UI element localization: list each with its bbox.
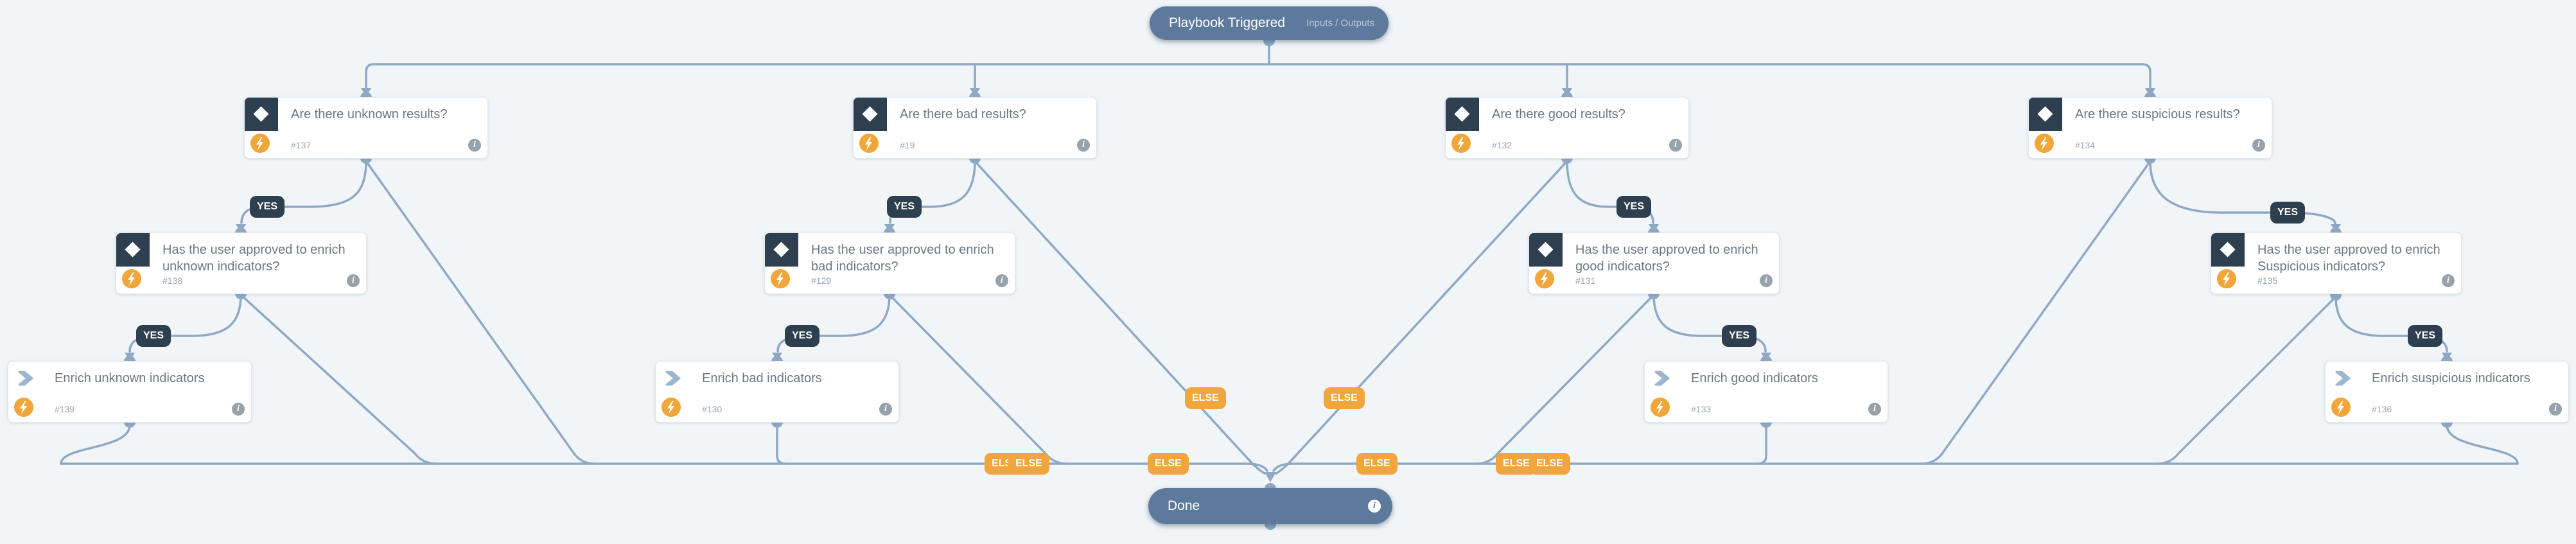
- lightning-bolt-icon: [1451, 134, 1471, 153]
- task-id: #138: [162, 276, 183, 286]
- task-id: #133: [1691, 404, 1712, 414]
- node-title: Enrich unknown indicators: [55, 371, 205, 385]
- lightning-bolt-icon: [250, 134, 270, 153]
- info-icon[interactable]: [1669, 139, 1682, 152]
- condition-diamond-icon: [2029, 98, 2062, 131]
- task-id: #130: [702, 404, 723, 414]
- lightning-bolt-icon: [122, 269, 141, 288]
- lightning-bolt-icon: [771, 269, 790, 288]
- node-title: Has the user approved to enrich good ind…: [1575, 243, 1758, 274]
- condition-diamond-icon: [2211, 233, 2245, 267]
- yes-label-good-condition: YES: [1617, 196, 1652, 218]
- task-id: #134: [2075, 140, 2096, 150]
- task-node-enrich-good[interactable]: Enrich good indicators #133: [1644, 361, 1888, 423]
- task-node-enrich-bad[interactable]: Enrich bad indicators #130: [655, 361, 899, 423]
- info-icon[interactable]: [1077, 139, 1090, 152]
- yes-label-suspicious-approval: YES: [2408, 325, 2443, 347]
- node-title: Has the user approved to enrich unknown …: [162, 243, 346, 274]
- task-node-enrich-suspicious[interactable]: Enrich suspicious indicators #136: [2325, 361, 2569, 423]
- else-label-bad-condition: ELSE: [1185, 387, 1226, 409]
- task-id: #131: [1575, 276, 1596, 286]
- lightning-bolt-icon: [1535, 269, 1554, 288]
- condition-node-approve-unknown[interactable]: Has the user approved to enrich unknown …: [116, 233, 367, 294]
- info-icon[interactable]: [2442, 274, 2455, 287]
- info-icon[interactable]: [468, 139, 481, 152]
- lightning-bolt-icon: [1651, 398, 1670, 417]
- subplaybook-chevron-icon: [2335, 371, 2351, 386]
- info-icon[interactable]: [1868, 403, 1881, 416]
- lightning-bolt-icon: [2035, 134, 2054, 153]
- else-label-unknown-approval: ELSE: [1008, 453, 1049, 475]
- else-label-good-condition: ELSE: [1324, 387, 1365, 409]
- task-id: #139: [55, 404, 75, 414]
- lightning-bolt-icon: [14, 398, 33, 417]
- info-icon[interactable]: [995, 274, 1008, 287]
- done-node[interactable]: Done: [1148, 488, 1392, 524]
- else-label-suspicious-condition: ELSE: [1529, 453, 1570, 475]
- subplaybook-chevron-icon: [1654, 371, 1670, 386]
- node-title: Are there unknown results?: [291, 107, 448, 121]
- subplaybook-chevron-icon: [18, 371, 33, 386]
- condition-node-unknown-results[interactable]: Are there unknown results? #137: [244, 97, 488, 159]
- condition-node-approve-good[interactable]: Has the user approved to enrich good ind…: [1529, 233, 1780, 294]
- condition-diamond-icon: [245, 98, 278, 131]
- node-title: Are there suspicious results?: [2075, 107, 2240, 121]
- info-icon[interactable]: [232, 403, 245, 416]
- task-id: #136: [2372, 404, 2392, 414]
- yes-label-good-approval: YES: [1722, 325, 1757, 347]
- lightning-bolt-icon: [2331, 398, 2351, 417]
- task-id: #129: [811, 276, 832, 286]
- condition-node-suspicious-results[interactable]: Are there suspicious results? #134: [2028, 97, 2272, 159]
- else-label-bad-approval: ELSE: [1148, 453, 1189, 475]
- task-id: #19: [900, 140, 915, 150]
- yes-label-bad-condition: YES: [887, 196, 922, 218]
- done-node-title: Done: [1168, 498, 1200, 513]
- condition-diamond-icon: [854, 98, 887, 131]
- info-icon[interactable]: [1760, 274, 1773, 287]
- task-node-enrich-unknown[interactable]: Enrich unknown indicators #139: [8, 361, 252, 423]
- node-title: Enrich good indicators: [1691, 371, 1818, 385]
- lightning-bolt-icon: [662, 398, 681, 417]
- condition-node-good-results[interactable]: Are there good results? #132: [1445, 97, 1689, 159]
- info-icon[interactable]: [1368, 500, 1381, 513]
- condition-diamond-icon: [1446, 98, 1479, 131]
- info-icon[interactable]: [2549, 403, 2562, 416]
- yes-label-suspicious-condition: YES: [2270, 202, 2306, 224]
- node-title: Are there bad results?: [900, 107, 1026, 121]
- yes-label-unknown-approval: YES: [136, 325, 171, 347]
- condition-diamond-icon: [765, 233, 798, 267]
- start-node-title: Playbook Triggered: [1169, 15, 1285, 30]
- playbook-triggered-node[interactable]: Playbook Triggered Inputs / Outputs: [1150, 6, 1389, 40]
- else-label-good-approval: ELSE: [1356, 453, 1398, 475]
- condition-node-approve-bad[interactable]: Has the user approved to enrich bad indi…: [764, 233, 1015, 294]
- task-id: #137: [291, 140, 311, 150]
- task-id: #135: [2257, 276, 2278, 286]
- node-title: Has the user approved to enrich Suspicio…: [2257, 243, 2440, 274]
- condition-node-approve-suspicious[interactable]: Has the user approved to enrich Suspicio…: [2211, 233, 2462, 294]
- node-title: Enrich bad indicators: [702, 371, 822, 385]
- lightning-bolt-icon: [859, 134, 879, 153]
- node-title: Has the user approved to enrich bad indi…: [811, 243, 994, 274]
- info-icon[interactable]: [347, 274, 360, 287]
- info-icon[interactable]: [2252, 139, 2265, 152]
- node-title: Are there good results?: [1492, 107, 1625, 121]
- condition-diamond-icon: [1529, 233, 1563, 267]
- lightning-bolt-icon: [2217, 269, 2236, 288]
- condition-diamond-icon: [116, 233, 150, 267]
- info-icon[interactable]: [879, 403, 892, 416]
- yes-label-unknown-condition: YES: [250, 196, 285, 218]
- condition-node-bad-results[interactable]: Are there bad results? #19: [853, 97, 1097, 159]
- inputs-outputs-link[interactable]: Inputs / Outputs: [1306, 17, 1374, 29]
- node-title: Enrich suspicious indicators: [2372, 371, 2530, 385]
- task-id: #132: [1492, 140, 1512, 150]
- subplaybook-chevron-icon: [665, 371, 681, 386]
- yes-label-bad-approval: YES: [785, 325, 820, 347]
